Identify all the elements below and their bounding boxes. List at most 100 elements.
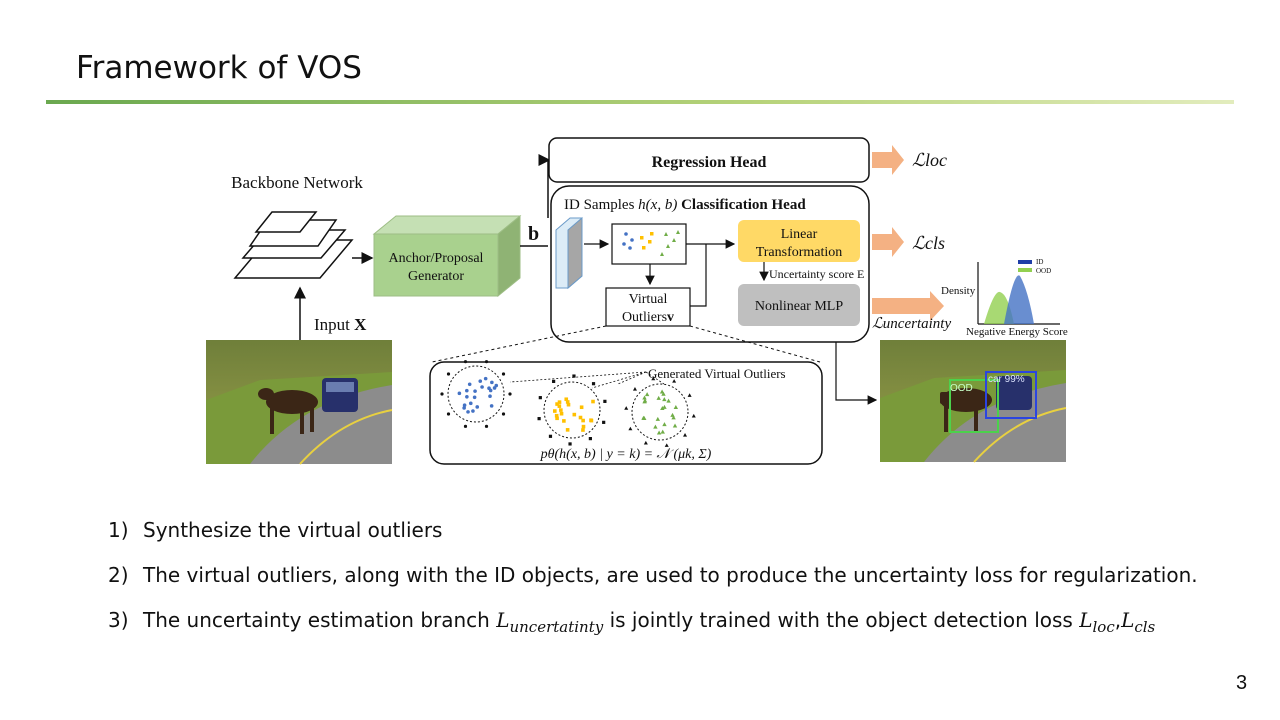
cluster-point [475, 405, 480, 409]
loss-loc-label: ℒloc [912, 150, 947, 170]
feature-samples [622, 230, 680, 256]
cluster-point [578, 415, 583, 420]
outlier-point [628, 426, 633, 431]
outlier-point [683, 433, 688, 437]
outlier-point [440, 392, 444, 396]
math-l-cls: Lcls [1121, 608, 1156, 636]
cluster-point [557, 400, 562, 404]
cluster-point [478, 379, 483, 383]
cluster-point [642, 395, 647, 400]
ood-bounding-box [949, 379, 999, 433]
cluster-point [557, 404, 562, 408]
backbone-layers-icon [233, 211, 354, 279]
cluster-point [490, 380, 494, 385]
loss-arrows [872, 145, 944, 321]
cluster-point [566, 402, 571, 407]
uncertainty-score-label: Uncertainty score E [769, 267, 864, 281]
id-cluster-yellow [543, 381, 601, 439]
outlier-point [572, 374, 576, 378]
cluster-point [662, 397, 667, 402]
cluster-point [488, 388, 493, 393]
outlier-point [501, 372, 506, 376]
cluster-point [653, 424, 658, 429]
cluster-point [564, 397, 569, 402]
nonlinear-mlp-box [738, 284, 860, 326]
outlier-point [588, 437, 592, 441]
id-cluster-green [631, 383, 689, 441]
virtual-outlier-points [440, 360, 696, 447]
cluster-point [555, 402, 559, 406]
loss-cls-label: ℒcls [912, 233, 945, 253]
outlier-point [463, 424, 468, 428]
outlier-point [687, 393, 692, 397]
cluster-point [468, 401, 473, 406]
cluster-point [581, 418, 585, 423]
svg-text:ID: ID [1036, 258, 1043, 266]
cluster-point [565, 428, 570, 432]
outlier-point [568, 442, 572, 446]
bullet-2: 2)The virtual outliers, along with the I… [108, 563, 1198, 587]
linear-transformation-box [738, 220, 860, 262]
cluster-point [465, 394, 469, 399]
cluster-point [488, 394, 492, 399]
cluster-point [644, 392, 650, 397]
cluster-point [480, 385, 484, 389]
outlier-point [508, 392, 512, 396]
outlier-point [672, 379, 677, 383]
id-cluster-blue [447, 365, 505, 423]
cluster-point [559, 411, 564, 416]
title-underline [46, 100, 1234, 104]
virtual-outlier-panel [429, 361, 823, 465]
cluster-point [581, 428, 585, 432]
svg-text:Density: Density [941, 285, 976, 297]
cluster-point [661, 391, 666, 396]
svg-text:Nonlinear MLP: Nonlinear MLP [755, 299, 843, 314]
slide-title: Framework of VOS [76, 50, 362, 86]
outlier-point [446, 372, 451, 376]
page-number: 3 [1236, 672, 1248, 694]
outlier-point [446, 412, 451, 416]
math-l-loc: Lloc [1079, 608, 1115, 636]
svg-text:Anchor/Proposal: Anchor/Proposal [389, 251, 484, 266]
cluster-point [655, 416, 661, 421]
cluster-point [589, 418, 594, 423]
cluster-point [673, 404, 679, 409]
regression-head-box [548, 137, 870, 183]
input-label: Input X [314, 315, 367, 334]
cluster-point [672, 423, 678, 428]
cluster-point [553, 409, 557, 413]
cluster-point [457, 391, 462, 396]
cluster-point [662, 422, 667, 427]
outlier-point [537, 417, 541, 421]
cluster-point [572, 412, 577, 417]
cluster-point [642, 415, 647, 420]
cluster-point [659, 389, 665, 394]
cluster-point [466, 410, 470, 414]
bullet-1: 1)Synthesize the virtual outliers [108, 518, 443, 542]
cluster-point [559, 408, 563, 412]
outlier-point [643, 440, 648, 445]
cluster-point [662, 404, 667, 409]
math-l-uncertainty: Luncertatinty [496, 608, 604, 636]
svg-text:OOD: OOD [950, 383, 973, 394]
svg-text:Outliersv: Outliersv [622, 310, 674, 325]
cluster-point [591, 399, 595, 404]
cluster-point [489, 404, 494, 408]
outlier-point [484, 360, 489, 364]
outlier-point [691, 413, 696, 418]
outlier-point [602, 420, 606, 424]
outlier-point [603, 399, 607, 403]
cluster-point [660, 405, 665, 410]
loss-uncertainty-label: ℒuncertainty [872, 316, 951, 332]
outlier-point [624, 406, 629, 410]
outlier-pointer-lines [509, 371, 665, 389]
car-bounding-box [985, 371, 1037, 419]
cluster-point [494, 383, 499, 388]
svg-text:Generator: Generator [408, 269, 464, 284]
outlier-point [501, 412, 506, 416]
cluster-point [554, 413, 559, 418]
svg-text:Linear: Linear [781, 227, 818, 242]
outlier-point [632, 386, 637, 391]
cluster-point [562, 419, 566, 423]
